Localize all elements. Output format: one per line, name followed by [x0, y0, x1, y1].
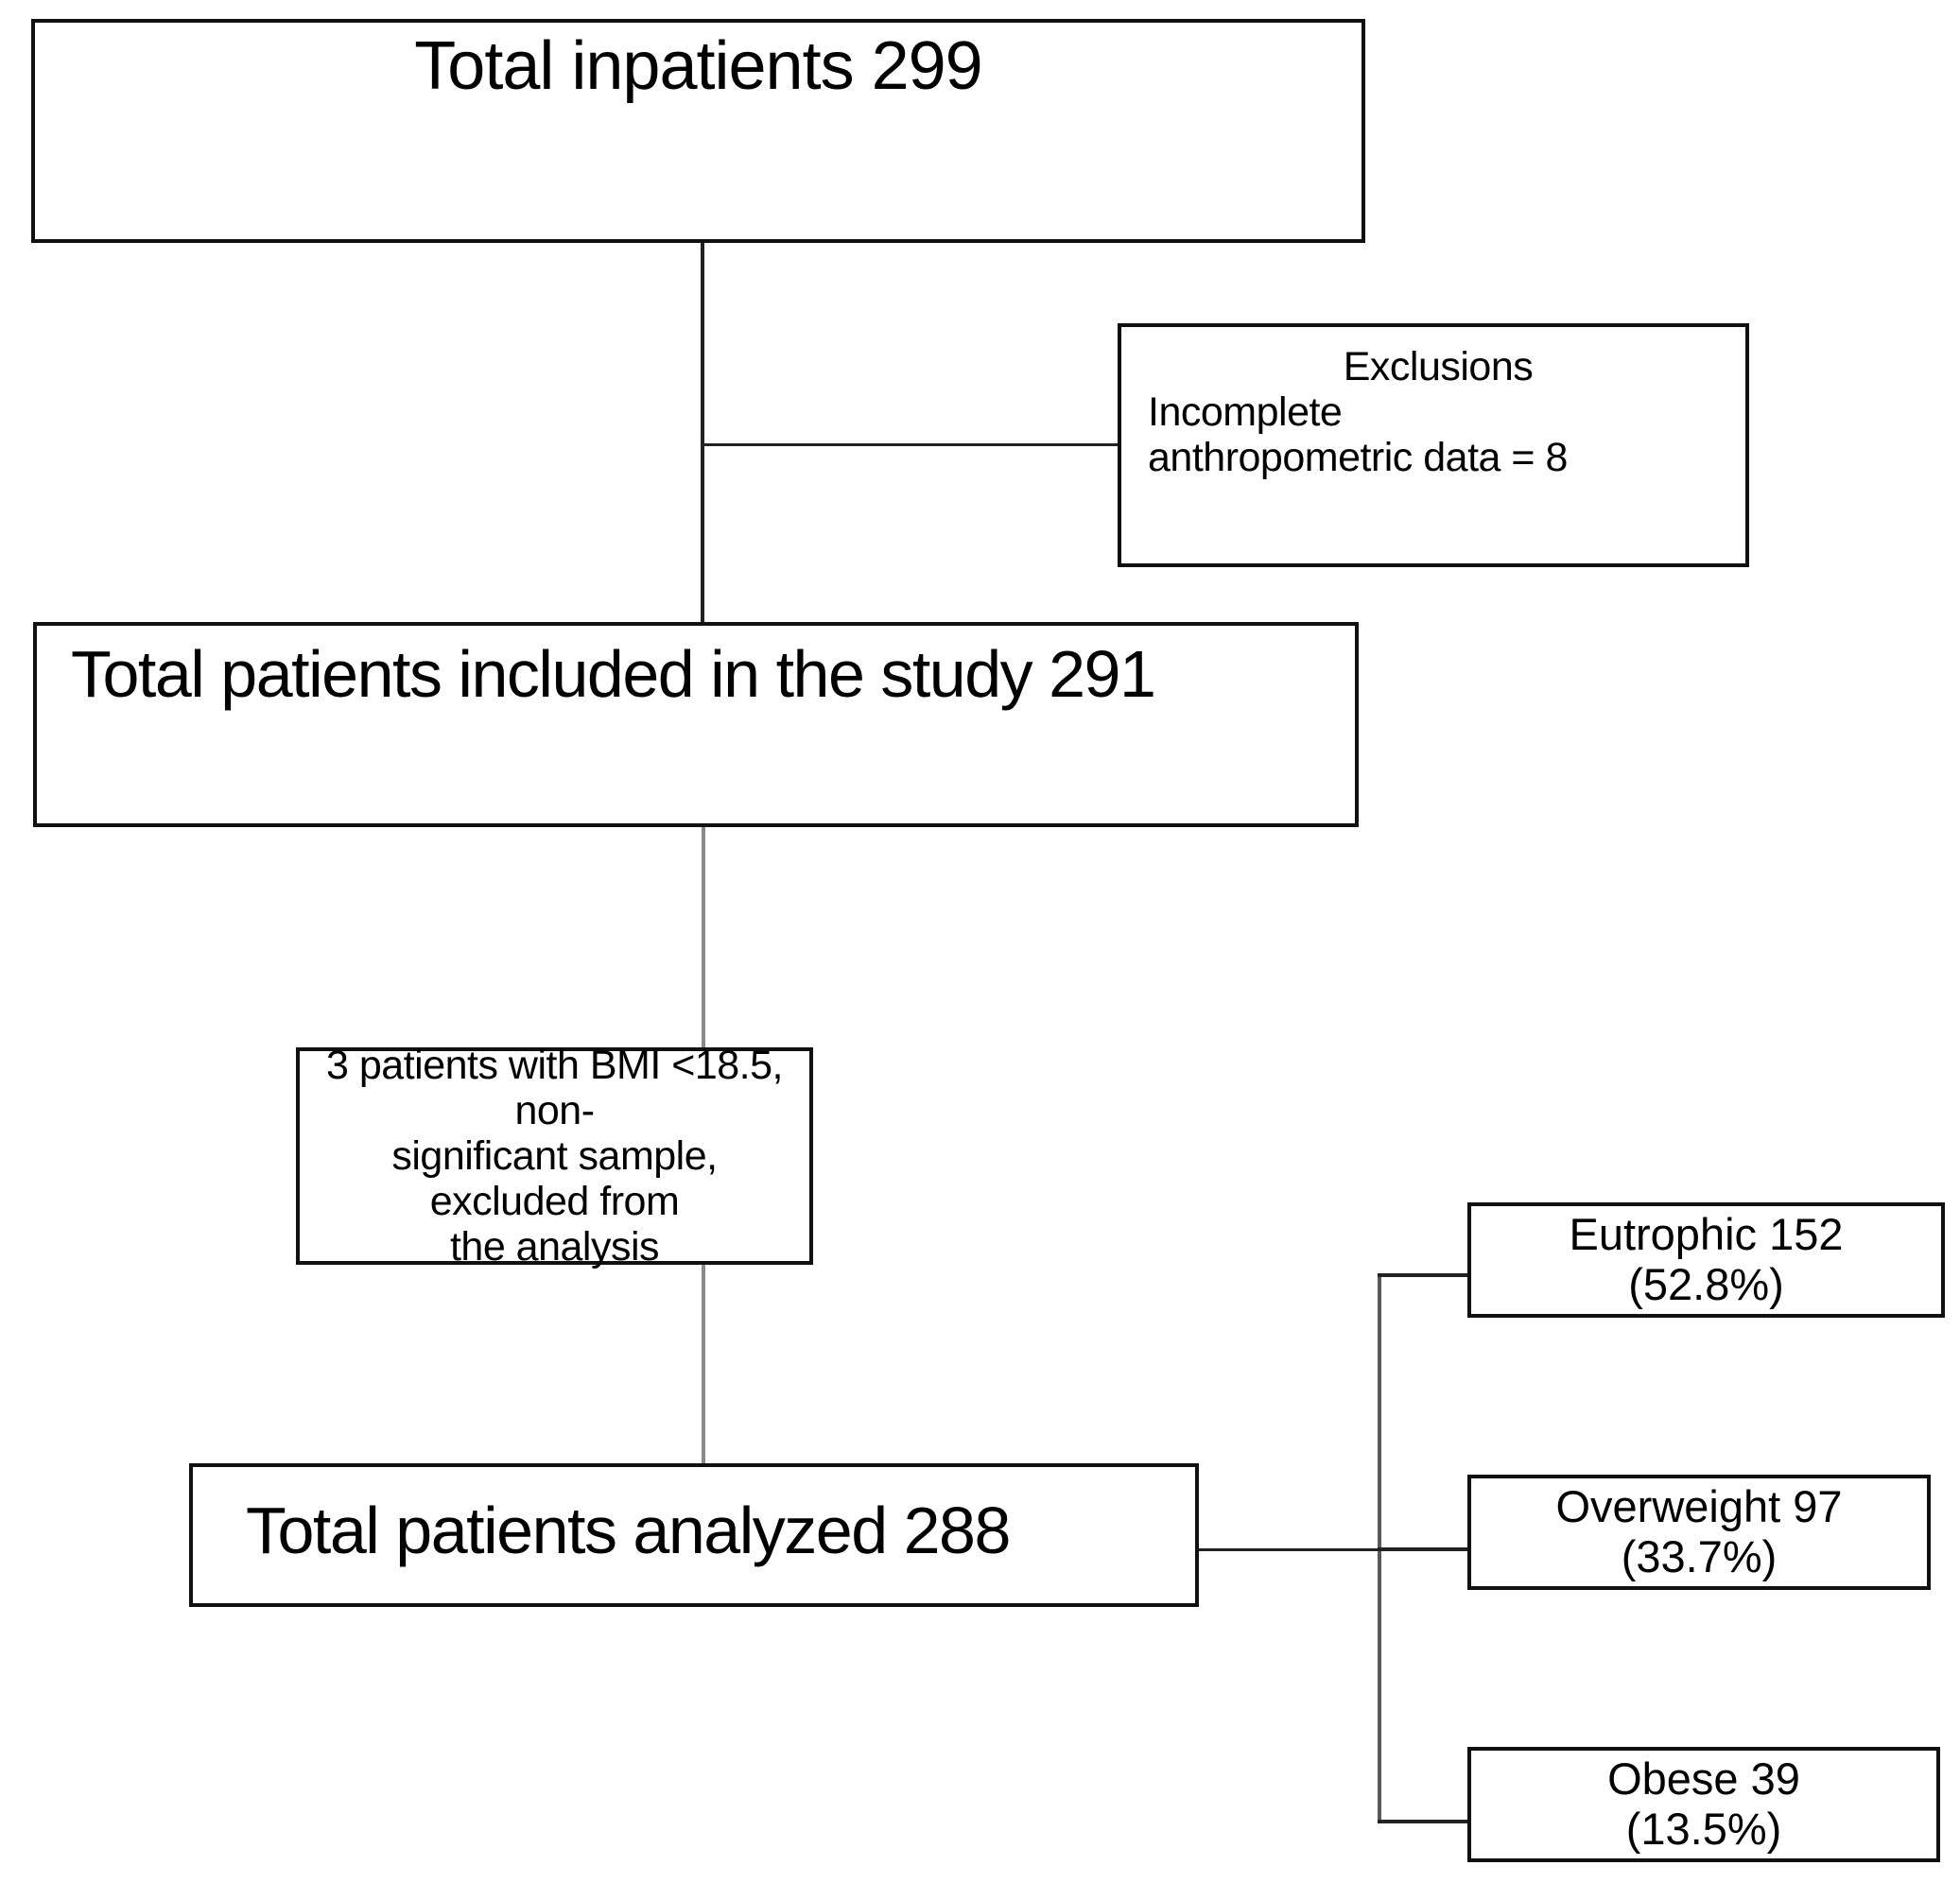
node-overweight[interactable]: Overweight 97 (33.7%): [1467, 1475, 1931, 1590]
branch-stub-eutrophic: [1378, 1273, 1470, 1277]
node-total-analyzed[interactable]: Total patients analyzed 288: [189, 1463, 1199, 1607]
branch-stub-obese: [1378, 1820, 1470, 1823]
connector-inpatients-to-exclusions: [701, 443, 1119, 446]
node-exclusions[interactable]: Exclusions Incomplete anthropometric dat…: [1118, 323, 1749, 567]
total-inpatients-label: Total inpatients 299: [414, 28, 982, 104]
exclusions-line-2: anthropometric data = 8: [1148, 435, 1568, 481]
node-eutrophic[interactable]: Eutrophic 152 (52.8%): [1467, 1202, 1945, 1318]
node-total-included[interactable]: Total patients included in the study 291: [33, 622, 1359, 827]
obese-line-2: (13.5%): [1625, 1804, 1782, 1854]
connector-bmi-to-analyzed: [702, 1265, 705, 1465]
branch-stub-overweight: [1378, 1547, 1470, 1551]
exclusions-heading: Exclusions: [1343, 344, 1534, 389]
total-analyzed-label: Total patients analyzed 288: [246, 1493, 1011, 1567]
bmi-excluded-line-1: 3 patients with BMI <18.5, non-: [326, 1042, 783, 1133]
overweight-line-2: (33.7%): [1621, 1531, 1778, 1581]
total-included-label: Total patients included in the study 291: [71, 637, 1156, 711]
branch-trunk-lower: [1378, 1548, 1381, 1822]
node-obese[interactable]: Obese 39 (13.5%): [1467, 1747, 1940, 1862]
connector-analyzed-to-branch: [1199, 1548, 1380, 1551]
connector-included-to-bmi: [702, 827, 705, 1049]
branch-trunk-upper: [1378, 1274, 1381, 1550]
bmi-excluded-line-2: significant sample, excluded from: [391, 1132, 718, 1225]
bmi-excluded-line-3: the analysis: [449, 1224, 660, 1270]
overweight-line-1: Overweight 97: [1555, 1481, 1843, 1532]
obese-line-1: Obese 39: [1607, 1753, 1800, 1805]
exclusions-line-1: Incomplete: [1148, 389, 1343, 436]
node-bmi-excluded[interactable]: 3 patients with BMI <18.5, non- signific…: [296, 1043, 813, 1270]
eutrophic-line-2: (52.8%): [1628, 1259, 1784, 1309]
eutrophic-line-1: Eutrophic 152: [1569, 1209, 1844, 1260]
connector-inpatients-to-included: [701, 243, 704, 624]
node-total-inpatients[interactable]: Total inpatients 299: [31, 19, 1365, 243]
